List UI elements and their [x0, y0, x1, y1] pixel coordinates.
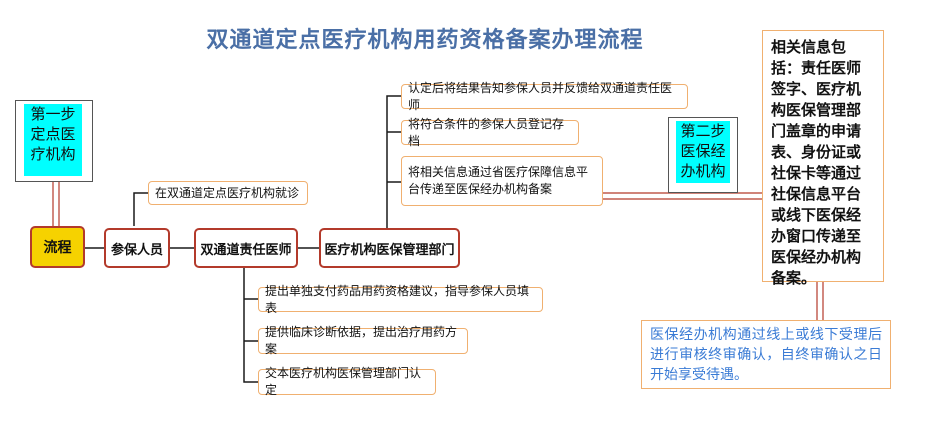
- step2-line3: 办机构: [680, 162, 726, 180]
- visit-leaf: 在双通道定点医疗机构就诊: [148, 181, 308, 205]
- step2-line1: 第二步: [680, 122, 726, 140]
- connector-platform-info: [603, 192, 762, 200]
- connector-step1-root: [52, 182, 60, 226]
- step2-label: 第二步 医保经 办机构: [676, 121, 730, 183]
- info-box: 相关信息包括：责任医师签字、医疗机构医保管理部门盖章的申请表、身份证或社保卡等通…: [762, 30, 884, 287]
- dept-item-3: 将相关信息通过省医疗保障信息平台传递至医保经办机构备案: [401, 156, 603, 206]
- doctor-node: 双通道责任医师: [194, 228, 298, 268]
- step1-line1: 第一步: [30, 105, 76, 123]
- doctor-item-3: 交本医疗机构医保管理部门认定: [258, 366, 436, 397]
- dept-item-2: 将符合条件的参保人员登记存档: [401, 117, 579, 148]
- root-node: 流程: [30, 226, 85, 268]
- step2-line2: 医保经: [680, 142, 726, 160]
- step1-line3: 疗机构: [30, 145, 76, 163]
- insured-node: 参保人员: [104, 228, 170, 268]
- dept-item-1: 认定后将结果告知参保人员并反馈给双通道责任医师: [401, 81, 688, 112]
- doctor-item-2: 提供临床诊断依据，提出治疗用药方案: [258, 325, 468, 356]
- page-title: 双通道定点医疗机构用药资格备案办理流程: [206, 28, 644, 53]
- step1-line2: 定点医: [30, 125, 76, 143]
- dept-node: 医疗机构医保管理部门: [319, 228, 460, 268]
- connector-info-note: [816, 282, 824, 320]
- connector-dept-items: [386, 95, 401, 228]
- note-box: 医保经办机构通过线上或线下受理后进行审核终审确认，自终审确认之日开始享受待遇。: [641, 320, 891, 389]
- doctor-item-1: 提出单独支付药品用药资格建议，指导参保人员填表: [258, 284, 543, 315]
- connector-doctor-items: [243, 266, 258, 383]
- connector-insured-visit: [133, 192, 148, 226]
- step1-label: 第一步 定点医 疗机构: [24, 104, 82, 176]
